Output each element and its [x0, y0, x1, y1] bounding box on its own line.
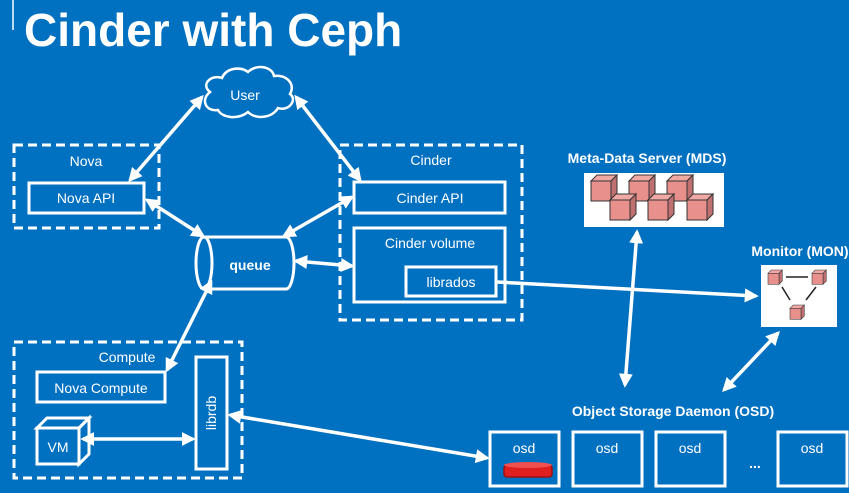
librados-label: librados [426, 274, 475, 290]
nova-api-label: Nova API [57, 190, 115, 206]
cinder-group-label: Cinder [410, 152, 452, 168]
page-title: Cinder with Ceph [24, 4, 402, 56]
arrow-user-nova-api [128, 94, 204, 183]
arrow-mon-osd [722, 330, 780, 393]
osd-node: osd [571, 430, 644, 488]
osd-label: Object Storage Daemon (OSD) [572, 403, 774, 419]
vm-cube: VM [33, 414, 93, 468]
arrow-mds-osd [618, 229, 644, 388]
cinder-volume-label: Cinder volume [385, 235, 475, 251]
librados-box [404, 265, 498, 298]
nova-group-label: Nova [70, 153, 103, 169]
osd-ellipsis: ... [749, 455, 761, 471]
svg-text:osd: osd [801, 440, 824, 456]
arrow-cinder-api-queue [281, 195, 355, 238]
mds-image [584, 173, 724, 227]
queue-cylinder: queue [194, 235, 296, 291]
arrow-queue-nova-compute [165, 279, 213, 373]
disk-icon [503, 462, 553, 478]
osd-node: osd [776, 430, 849, 488]
librdb-label: librdb [203, 396, 219, 430]
arrow-queue-cinder-volume [293, 255, 355, 272]
nova-group [12, 143, 161, 230]
arrow-user-cinder-api [294, 94, 362, 183]
mon-label: Monitor (MON) [751, 243, 848, 259]
nova-compute-box [35, 370, 167, 404]
cinder-api-label: Cinder API [397, 190, 464, 206]
osd-node: osd [488, 430, 561, 488]
svg-text:osd: osd [596, 440, 619, 456]
arrow-librados-mon [496, 280, 759, 303]
arrow-librdb-osd [227, 409, 490, 464]
user-label: User [230, 87, 260, 103]
nova-api-box [27, 181, 146, 215]
cinder-group [338, 143, 524, 322]
osd-node: osd [654, 430, 727, 488]
nova-compute-label: Nova Compute [54, 380, 148, 396]
vm-label: VM [48, 439, 69, 455]
compute-group-label: Compute [99, 349, 156, 365]
svg-text:osd: osd [513, 440, 536, 456]
mds-label: Meta-Data Server (MDS) [568, 150, 727, 166]
svg-text:osd: osd [679, 440, 702, 456]
user-cloud: User [203, 65, 295, 119]
arrow-nova-api-queue [144, 198, 206, 238]
mon-image [761, 265, 837, 327]
queue-label: queue [229, 257, 270, 273]
